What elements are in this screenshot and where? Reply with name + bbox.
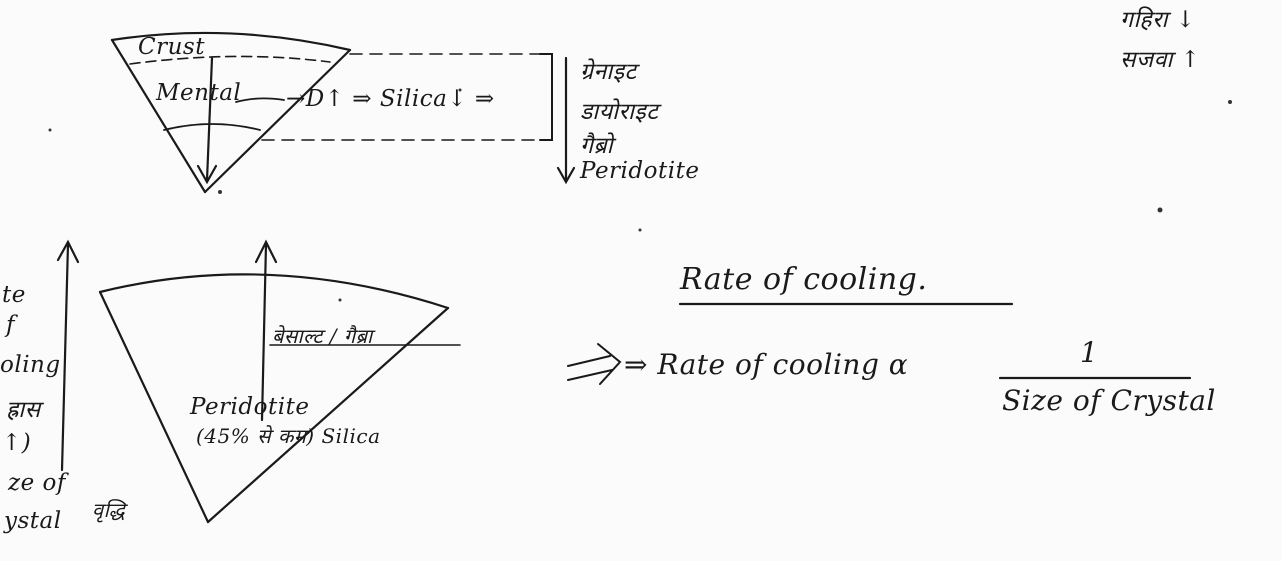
sector-left-edge xyxy=(98,290,210,524)
rate-of-cooling-heading: Rate of cooling. xyxy=(680,262,928,297)
density-note: सजवा ↑ xyxy=(1120,47,1201,73)
depth-note: गहिरा ↓ xyxy=(1120,7,1196,33)
fraction-denominator: Size of Crystal xyxy=(1002,384,1216,417)
mantle-lower-boundary xyxy=(163,123,261,131)
mantle-label: Mental xyxy=(156,80,242,106)
axis-text-1: te xyxy=(2,282,26,308)
silica-percent-label: (45% से कम) Silica xyxy=(196,424,381,448)
rock-granite: ग्रेनाइट xyxy=(580,59,637,85)
proportionality-statement: ⇒ Rate of cooling α xyxy=(624,348,909,381)
rock-diorite: डायोराइट xyxy=(580,99,659,125)
cone-down-arrow xyxy=(205,56,214,182)
left-axis-arrow xyxy=(60,242,70,472)
rock-bracket xyxy=(539,53,553,141)
axis-bottom-2: ystal xyxy=(4,508,62,534)
axis-bottom-1: ze of xyxy=(8,470,66,496)
axis-text-3: oling xyxy=(0,352,61,378)
rock-peridotite: Peridotite xyxy=(580,158,700,184)
crust-label: Crust xyxy=(138,34,205,60)
axis-text-4: ह्रास xyxy=(6,397,41,423)
crust-boundary xyxy=(129,55,331,65)
sector-up-arrow xyxy=(260,242,268,422)
cone-right-edge xyxy=(203,48,352,194)
cone-top-arc xyxy=(110,31,352,52)
axis-bottom-extra: वृद्धि xyxy=(92,498,126,522)
peridotite-label: Peridotite xyxy=(190,394,310,420)
implies-arrow xyxy=(567,343,622,385)
rock-gabbro: गैब्रो xyxy=(580,133,614,159)
axis-text-5: ↑) xyxy=(2,430,32,456)
fraction-numerator: 1 xyxy=(1080,336,1099,369)
axis-text-2: f xyxy=(6,312,16,338)
sector-right-edge xyxy=(206,306,450,524)
basalt-gabbro-label: बेसाल्ट / गैब्रा xyxy=(272,324,373,348)
sector-top-arc xyxy=(98,273,450,310)
density-silica-flow: →D↑ ⇒ Silica↓ ⇒ xyxy=(286,86,495,112)
cone-left-edge xyxy=(110,38,207,194)
